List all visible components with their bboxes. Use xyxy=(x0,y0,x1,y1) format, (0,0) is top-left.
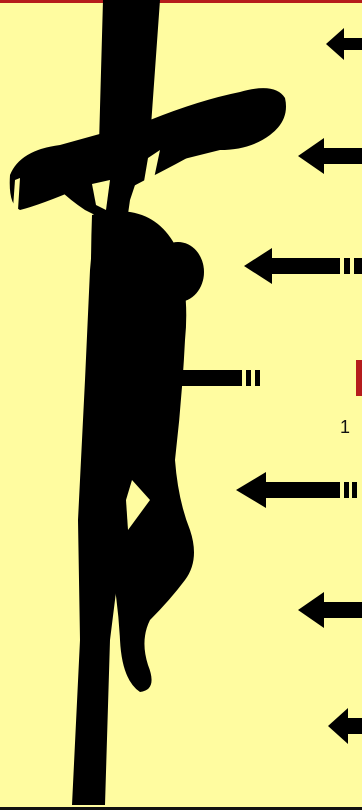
arrow-left-icon xyxy=(298,590,362,630)
red-marker xyxy=(356,360,362,396)
page-number: 1 xyxy=(340,418,350,436)
arrow-left-icon xyxy=(326,24,362,64)
arrow-left-icon xyxy=(328,706,362,746)
arrow-left-icon xyxy=(150,358,362,398)
arrow-left-icon xyxy=(236,470,362,510)
arrow-left-icon xyxy=(298,136,362,176)
arrow-left-icon xyxy=(244,246,362,286)
